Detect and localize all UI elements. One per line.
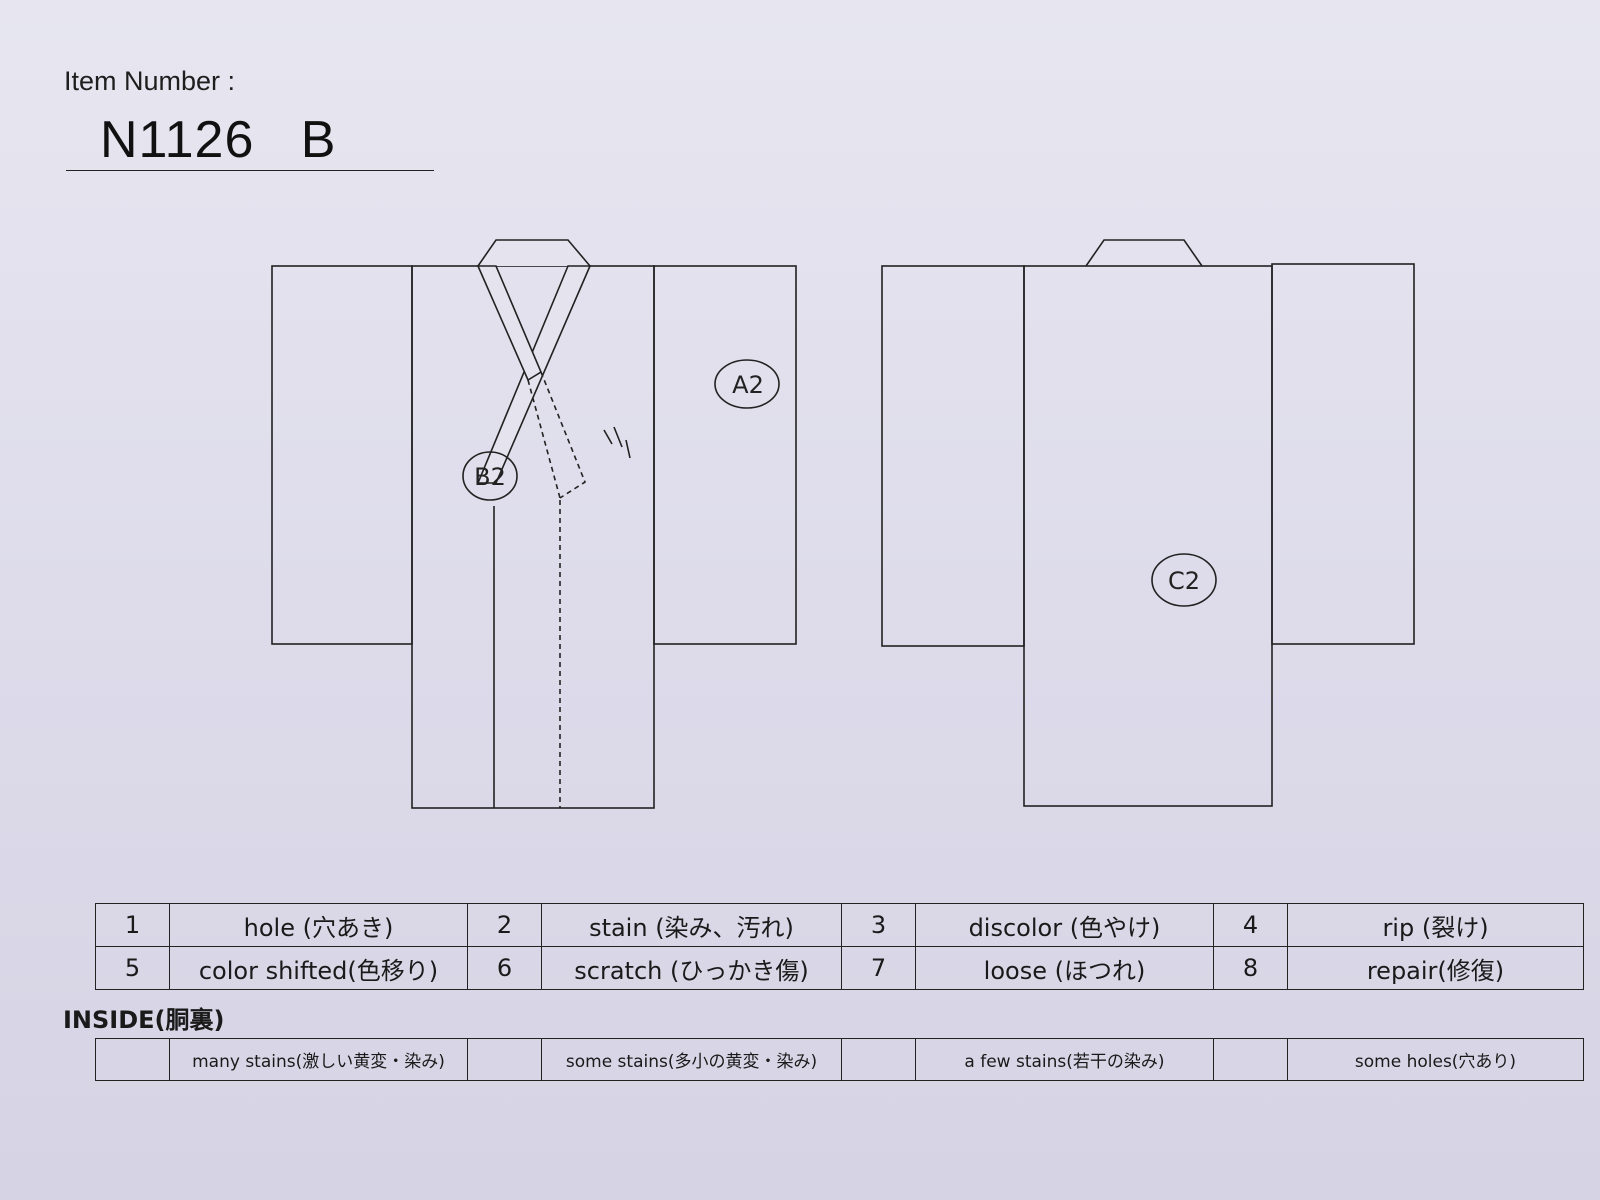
front-right-sleeve [653,265,797,645]
back-body-circle [1151,553,1217,607]
inside-check-cell [1213,1038,1288,1081]
front-collar-band-right [476,265,543,382]
defect-label: stain (染み、汚れ) [541,903,842,947]
inside-label: a few stains(若干の染み) [915,1038,1214,1081]
front-collar-underlap-dashed [540,371,586,499]
defect-label: color shifted(色移り) [169,946,468,990]
defect-label: rip (裂け) [1287,903,1584,947]
defect-legend-table: 1 hole (穴あき) 2 stain (染み、汚れ) 3 discolor … [95,903,1584,990]
item-number-label: Item Number : [64,66,236,96]
inside-check-cell [467,1038,542,1081]
front-scratch-mark [603,426,631,459]
defect-number: 1 [95,903,170,947]
defect-number: 8 [1213,946,1288,990]
item-number-underline [66,170,434,171]
back-body [1023,265,1273,807]
front-sleeve-circle [714,359,780,409]
front-collar-underlap-inner [527,379,561,499]
front-collar-top [477,239,591,267]
back-right-sleeve [1271,263,1415,645]
kimono-back-view [881,239,1415,807]
defect-label: discolor (色やけ) [915,903,1214,947]
kimono-front-view [271,239,797,809]
inside-row: many stains(激しい黄変・染み) some stains(多小の黄変・… [95,1038,1584,1081]
back-left-sleeve [881,265,1025,647]
inside-check-cell [841,1038,916,1081]
defect-number: 3 [841,903,916,947]
defect-number: 5 [95,946,170,990]
front-collar-circle [462,451,518,501]
front-collar-mark: B2 [474,463,506,491]
defect-number: 4 [1213,903,1288,947]
inside-label: some stains(多小の黄変・染み) [541,1038,842,1081]
defect-row: 1 hole (穴あき) 2 stain (染み、汚れ) 3 discolor … [95,903,1584,947]
defect-label: hole (穴あき) [169,903,468,947]
front-left-sleeve [271,265,413,645]
inside-label: some holes(穴あり) [1287,1038,1584,1081]
defect-number: 6 [467,946,542,990]
front-body [411,265,655,809]
defect-row: 5 color shifted(色移り) 6 scratch (ひっかき傷) 7… [95,946,1584,990]
defect-label: loose (ほつれ) [915,946,1214,990]
defect-label: repair(修復) [1287,946,1584,990]
defect-label: scratch (ひっかき傷) [541,946,842,990]
inside-title: INSIDE(胴裏) [63,1006,225,1034]
inside-check-cell [95,1038,170,1081]
inside-condition-table: many stains(激しい黄変・染み) some stains(多小の黄変・… [95,1038,1584,1081]
back-collar [1085,239,1203,267]
inside-label: many stains(激しい黄変・染み) [169,1038,468,1081]
defect-number: 7 [841,946,916,990]
item-number-value: N1126 B [100,111,337,169]
front-sleeve-mark: A2 [732,371,764,399]
back-body-mark: C2 [1168,567,1200,595]
defect-number: 2 [467,903,542,947]
